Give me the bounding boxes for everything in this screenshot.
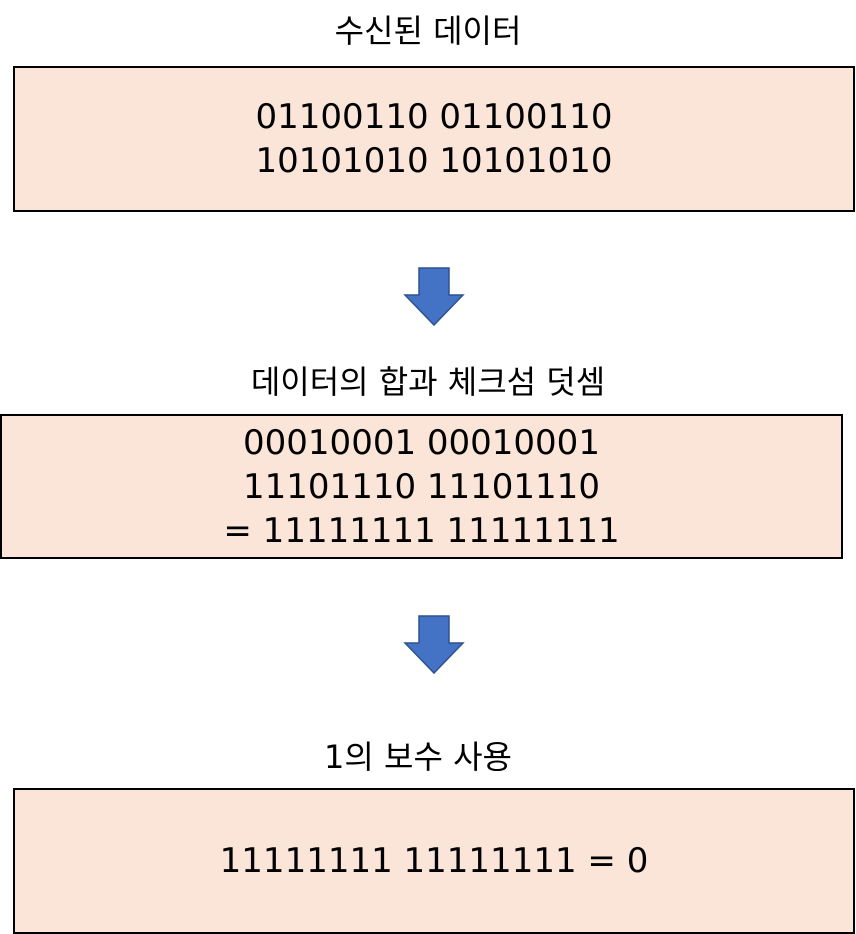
ones-complement-box: 11111111 11111111 = 0	[13, 788, 855, 934]
sum-checksum-box: 00010001 00010001 11101110 11101110 = 11…	[0, 414, 843, 559]
down-arrow-icon	[403, 615, 465, 675]
complement-result-line: 11111111 11111111 = 0	[219, 841, 649, 881]
sum-result-line: = 11111111 11111111	[223, 510, 620, 551]
sum-line-1: 00010001 00010001	[243, 422, 600, 463]
step-1-title: 수신된 데이터	[334, 12, 522, 50]
down-arrow-icon	[403, 267, 465, 327]
received-data-line-2: 10101010 10101010	[255, 141, 613, 181]
sum-line-2: 11101110 11101110	[243, 466, 600, 507]
step-3-title: 1의 보수 사용	[324, 738, 512, 776]
received-data-box: 01100110 01100110 10101010 10101010	[13, 66, 855, 212]
step-2-title: 데이터의 합과 체크섬 덧셈	[250, 363, 606, 401]
received-data-line-1: 01100110 01100110	[255, 97, 613, 137]
